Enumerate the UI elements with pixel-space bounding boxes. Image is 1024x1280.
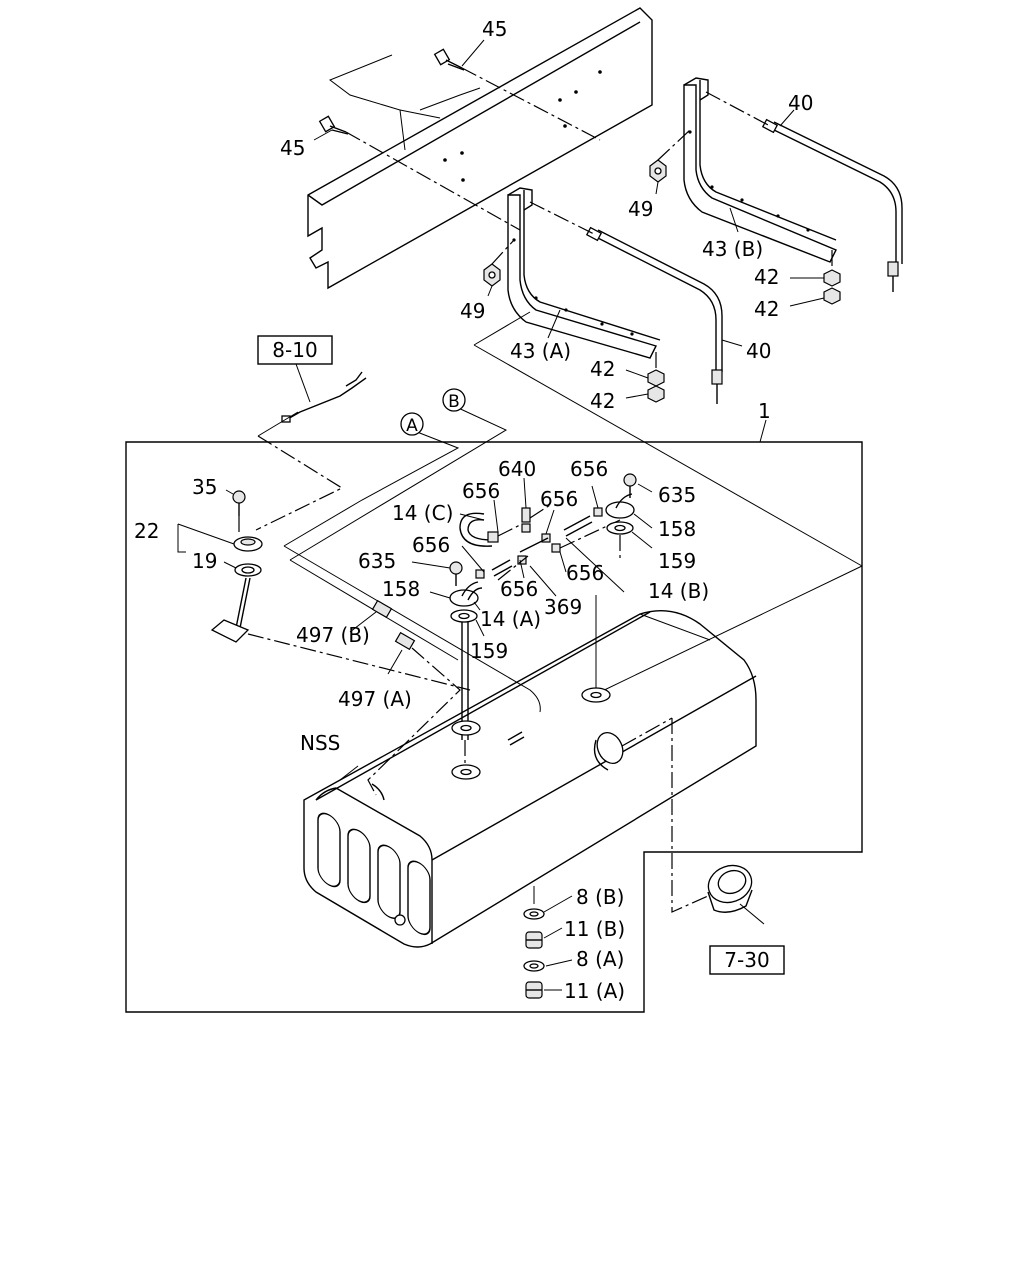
strap-40-left — [529, 201, 723, 404]
pipe-369 — [491, 515, 593, 577]
bolt-45-lower — [318, 115, 349, 135]
ref-box-8-10: 8-10 — [257, 335, 333, 365]
callout-43b: 43 (B) — [702, 237, 763, 261]
callout-45-lower: 45 — [280, 136, 305, 160]
callout-640: 640 — [498, 457, 536, 481]
nut-49-right — [649, 159, 667, 183]
circled-a: A — [400, 412, 424, 436]
filler-cap — [707, 864, 753, 913]
washer-8b — [523, 908, 545, 920]
flange-158-right — [605, 493, 635, 519]
fitting-640 — [521, 507, 531, 523]
callout-45-upper: 45 — [482, 17, 507, 41]
callout-42-a: 42 — [754, 265, 779, 289]
fitting-497a — [394, 631, 416, 651]
rail-holes — [443, 70, 602, 182]
washer-8a — [523, 960, 545, 972]
screw-635-right — [623, 473, 637, 498]
flange-158-left — [449, 581, 483, 607]
callout-656-b: 656 — [540, 487, 578, 511]
nut-49-left — [483, 263, 501, 287]
screw-635-left — [449, 561, 463, 586]
ref-7-30-label: 7-30 — [724, 948, 769, 972]
callout-labels: 45 45 40 49 43 (B) 42 42 49 43 (A) 40 42… — [134, 17, 813, 1003]
callout-nss: NSS — [300, 731, 340, 755]
ref-8-10-label: 8-10 — [272, 338, 317, 362]
gasket-159-right — [606, 521, 634, 535]
callout-11a: 11 (A) — [564, 979, 625, 1003]
bracket-43a — [507, 187, 661, 359]
callout-14a: 14 (A) — [480, 607, 541, 631]
callout-19: 19 — [192, 549, 217, 573]
float-arm — [210, 577, 251, 643]
harness-8-10 — [281, 363, 367, 423]
gasket-159-left — [450, 609, 478, 623]
callout-369: 369 — [544, 595, 582, 619]
circled-b: B — [442, 388, 466, 412]
ref-box-7-30: 7-30 — [709, 945, 785, 975]
callout-42-b: 42 — [754, 297, 779, 321]
callout-656-a: 656 — [462, 479, 500, 503]
bolt-45-upper — [433, 48, 465, 71]
callout-14c: 14 (C) — [392, 501, 453, 525]
callout-159-left: 159 — [470, 639, 508, 663]
frame-rail — [307, 7, 653, 290]
callout-42-d: 42 — [590, 389, 615, 413]
callout-8a: 8 (A) — [576, 947, 624, 971]
gauge-unit-22 — [233, 536, 263, 552]
callout-635-left: 635 — [358, 549, 396, 573]
plug-11b — [525, 931, 543, 949]
circled-a-label: A — [406, 416, 418, 436]
callout-497b: 497 (B) — [296, 623, 370, 647]
callout-656-e: 656 — [500, 577, 538, 601]
leader-lines — [177, 39, 825, 991]
callout-1: 1 — [758, 399, 771, 423]
callout-656-f: 656 — [566, 561, 604, 585]
callout-656-c: 656 — [570, 457, 608, 481]
callout-158-right: 158 — [658, 517, 696, 541]
callout-8b: 8 (B) — [576, 885, 624, 909]
fitting-497b — [371, 599, 393, 619]
fuel-tank — [303, 609, 757, 948]
callout-40-upper: 40 — [788, 91, 813, 115]
nuts-42-right — [823, 269, 841, 305]
bracket-43b — [683, 77, 837, 263]
callout-497a: 497 (A) — [338, 687, 412, 711]
callout-159-right: 159 — [658, 549, 696, 573]
gasket-19 — [234, 563, 262, 577]
screw-35 — [232, 490, 246, 516]
plug-11a — [525, 981, 543, 999]
circled-b-label: B — [448, 392, 460, 412]
callout-635-right: 635 — [658, 483, 696, 507]
callout-656-d: 656 — [412, 533, 450, 557]
callout-42-c: 42 — [590, 357, 615, 381]
callout-22: 22 — [134, 519, 159, 543]
assembly-1-boundary — [125, 311, 863, 1013]
callout-11b: 11 (B) — [564, 917, 625, 941]
callout-14b: 14 (B) — [648, 579, 709, 603]
hose-14c — [459, 512, 493, 547]
callout-35: 35 — [192, 475, 217, 499]
callout-158-left: 158 — [382, 577, 420, 601]
callout-49-lower: 49 — [460, 299, 485, 323]
callout-40-lower: 40 — [746, 339, 771, 363]
callout-49-upper: 49 — [628, 197, 653, 221]
nuts-42-left — [647, 369, 665, 403]
strap-40-right — [705, 91, 903, 292]
callout-43a: 43 (A) — [510, 339, 571, 363]
